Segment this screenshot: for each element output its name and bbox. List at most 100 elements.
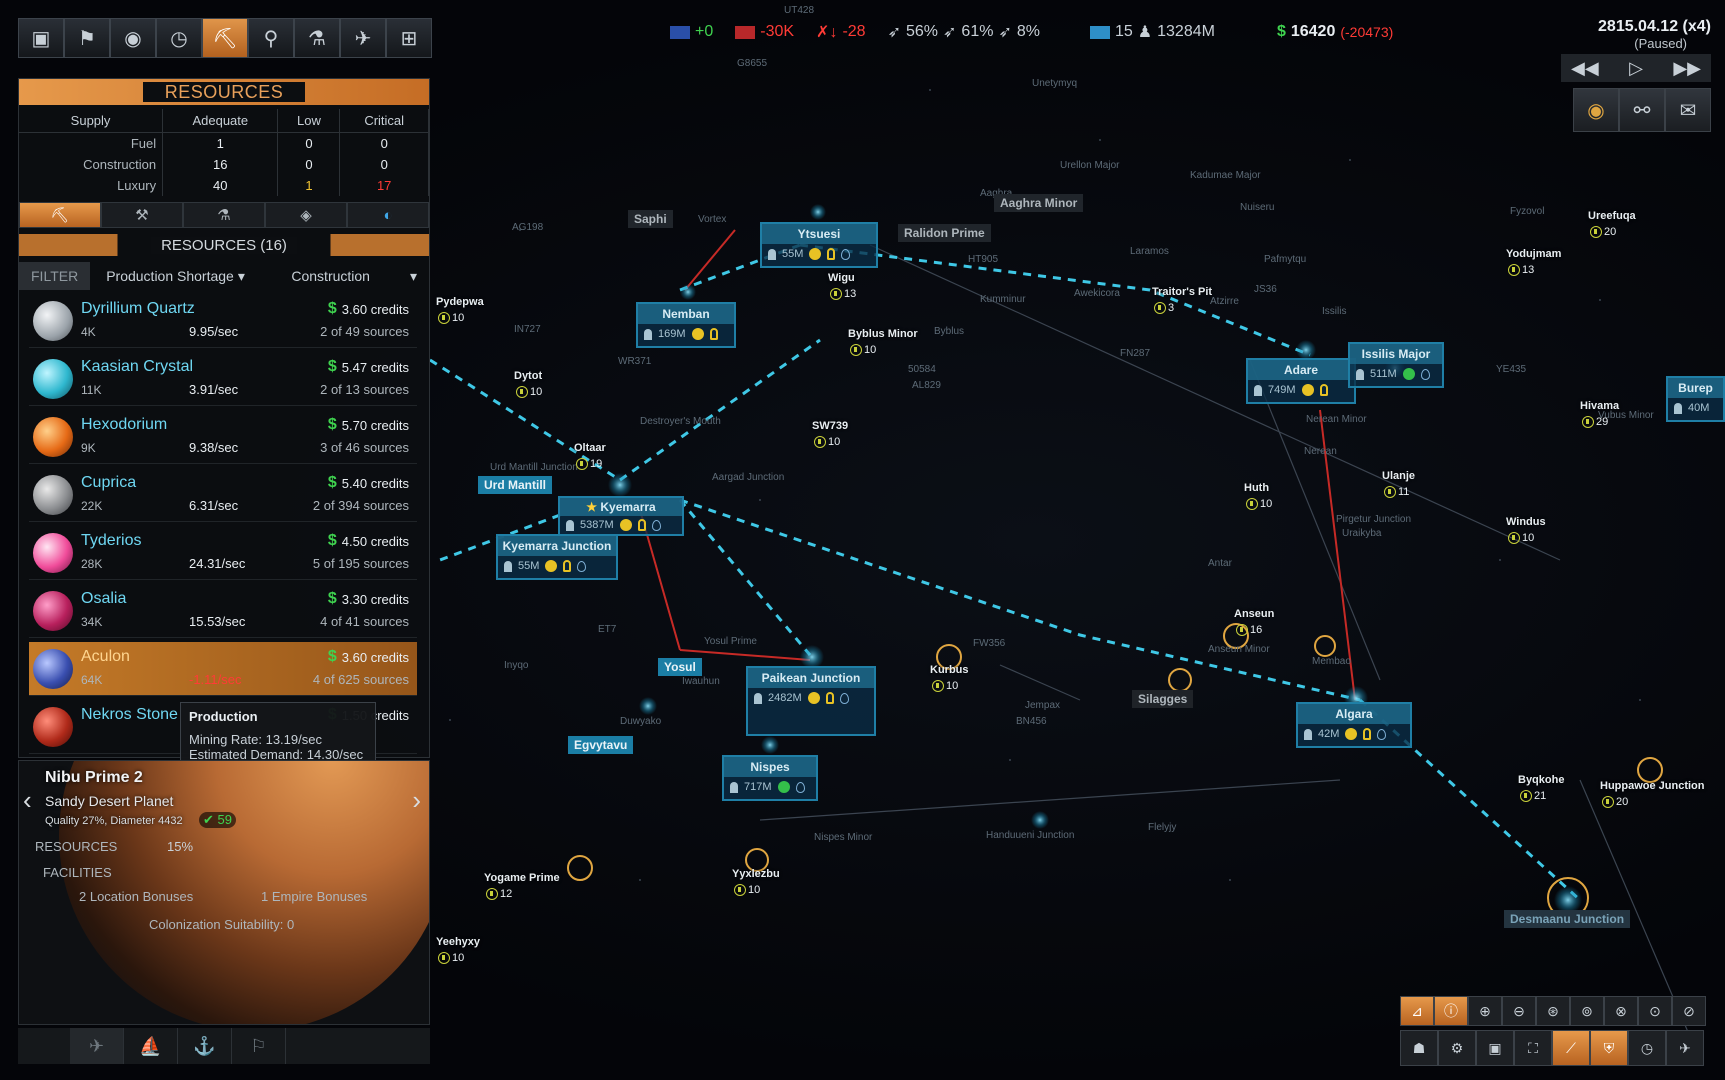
map-view-button[interactable]: ⟋: [1552, 1030, 1590, 1066]
colony-kyemarra-junction[interactable]: Kyemarra Junction 55M: [496, 534, 618, 580]
resources-tab[interactable]: ⛏: [202, 18, 248, 58]
galaxy-tab[interactable]: ◉: [110, 18, 156, 58]
system-name[interactable]: Byqkohe: [1518, 774, 1565, 786]
system-name[interactable]: Pydepwa: [436, 296, 484, 308]
tab-research[interactable]: ⚗: [183, 202, 265, 228]
system-name[interactable]: Traitor's Pit: [1152, 286, 1213, 298]
ship-stat[interactable]: ➶56%➶61%➶8%: [888, 22, 1040, 42]
war-stat[interactable]: ✗↓-28: [816, 22, 866, 42]
map-view-button[interactable]: ⛨: [1590, 1030, 1628, 1066]
callout-yosul[interactable]: Yosul: [658, 658, 702, 676]
callout-aaghra-minor[interactable]: Aaghra Minor: [994, 194, 1084, 212]
map-view-button[interactable]: ▣: [1476, 1030, 1514, 1066]
colony-adare[interactable]: Adare 749M: [1246, 358, 1356, 404]
next-planet-icon[interactable]: ›: [412, 785, 421, 815]
colonies-stat[interactable]: 15♟13284M: [1089, 22, 1215, 42]
filter-dropdown[interactable]: Production Shortage▾: [106, 268, 245, 285]
category-dropdown[interactable]: Construction▾: [291, 268, 417, 285]
research-tab[interactable]: ◷: [156, 18, 202, 58]
colony-paikean-junction[interactable]: Paikean Junction 2482M: [746, 666, 876, 736]
colony-nemban[interactable]: Nemban 169M: [636, 302, 736, 348]
system-name[interactable]: Yodujmam: [1506, 248, 1562, 260]
map-filter-button[interactable]: ⊖: [1502, 996, 1536, 1026]
diplomacy-tab[interactable]: ⚑: [64, 18, 110, 58]
system-name[interactable]: Byblus Minor: [848, 328, 918, 340]
tab-luxury[interactable]: ◈: [265, 202, 347, 228]
events-button[interactable]: ◉: [1573, 88, 1619, 132]
system-name[interactable]: Kurbus: [930, 664, 969, 676]
callout-egvytavu[interactable]: Egvytavu: [568, 736, 634, 754]
speed-up-icon[interactable]: ▶▶: [1673, 57, 1701, 78]
system-name[interactable]: Yeehyxy: [436, 936, 481, 948]
map-filter-button[interactable]: ⊘: [1672, 996, 1706, 1026]
map-filter-button[interactable]: ⊛: [1536, 996, 1570, 1026]
messages-button[interactable]: ✉: [1665, 88, 1711, 132]
system-name[interactable]: Dytot: [514, 370, 543, 382]
system-name[interactable]: Yyxlezbu: [732, 868, 780, 880]
system-name[interactable]: Anseun: [1234, 608, 1275, 620]
science-tab[interactable]: ⚗: [294, 18, 340, 58]
callout-urd-mantill[interactable]: Urd Mantill: [478, 476, 552, 494]
map-view-button[interactable]: ☗: [1400, 1030, 1438, 1066]
system-name[interactable]: Hivama: [1580, 400, 1620, 412]
system-name[interactable]: Ulanje: [1382, 470, 1416, 482]
tab-fleets[interactable]: ⛵: [124, 1028, 178, 1064]
tab-bases[interactable]: ⚐: [232, 1028, 286, 1064]
tab-construction[interactable]: ⚒: [101, 202, 183, 228]
play-icon[interactable]: ▷: [1629, 57, 1643, 78]
location-bonuses[interactable]: 2 Location Bonuses: [79, 889, 194, 904]
colony-burep[interactable]: Burep 40M: [1666, 376, 1725, 422]
map-filter-button[interactable]: ⊗: [1604, 996, 1638, 1026]
slow-down-icon[interactable]: ◀◀: [1571, 57, 1599, 78]
empire-bonuses[interactable]: 1 Empire Bonuses: [261, 889, 368, 904]
colony-ytsuesi[interactable]: Ytsuesi 55M: [760, 222, 878, 268]
colony-issilis-major[interactable]: Issilis Major 511M: [1348, 342, 1444, 388]
credits-stat[interactable]: $16420(-20473): [1277, 23, 1393, 41]
map-view-button[interactable]: ⛶: [1514, 1030, 1552, 1066]
callout-ralidon-prime[interactable]: Ralidon Prime: [898, 224, 991, 242]
tab-mining[interactable]: ⛏: [19, 202, 101, 228]
system-name[interactable]: Yogame Prime: [484, 872, 560, 884]
colony-algara[interactable]: Algara 42M: [1296, 702, 1412, 748]
trade-stat[interactable]: -30K: [735, 23, 794, 41]
map-filter-button[interactable]: ⓘ: [1434, 996, 1468, 1026]
fleets-tab[interactable]: ✈: [340, 18, 386, 58]
diplomacy-button[interactable]: ⚯: [1619, 88, 1665, 132]
system-name[interactable]: Ureefuqa: [1588, 210, 1636, 222]
system-name[interactable]: SW739: [812, 420, 849, 432]
map-view-button[interactable]: ⚙: [1438, 1030, 1476, 1066]
map-filter-button[interactable]: ⊿: [1400, 996, 1434, 1026]
colony-kyemarra[interactable]: ★ Kyemarra 5387M: [558, 496, 684, 536]
map-filter-button[interactable]: ⊕: [1468, 996, 1502, 1026]
colony-nispes[interactable]: Nispes 717M: [722, 755, 818, 801]
colonies-tab[interactable]: ⊞: [386, 18, 432, 58]
prev-planet-icon[interactable]: ‹: [23, 785, 32, 815]
map-filter-button[interactable]: ⊚: [1570, 996, 1604, 1026]
system-name[interactable]: Wigu: [828, 272, 855, 284]
map-filter-button[interactable]: ⊙: [1638, 996, 1672, 1026]
ships-tab[interactable]: ⚲: [248, 18, 294, 58]
callout-desmaanu-junction[interactable]: Desmaanu Junction: [1504, 910, 1631, 928]
tab-ships[interactable]: ✈: [70, 1028, 124, 1064]
system-name[interactable]: Huth: [1244, 482, 1270, 494]
resource-name: Tyderios: [81, 532, 142, 549]
diplomacy-stat[interactable]: +0: [670, 23, 713, 41]
system-name[interactable]: Oltaar: [574, 442, 606, 454]
tab-stations[interactable]: ⚓: [178, 1028, 232, 1064]
map-view-button[interactable]: ◷: [1628, 1030, 1666, 1066]
tab-fuel[interactable]: ◐: [347, 202, 429, 228]
map-view-button[interactable]: ✈: [1666, 1030, 1704, 1066]
callout-silagges[interactable]: Silagges: [1132, 690, 1194, 708]
system-name[interactable]: Windus: [1506, 516, 1546, 528]
system-name[interactable]: Huppawoe Junction: [1600, 780, 1705, 792]
empire-tab[interactable]: ▣: [18, 18, 64, 58]
callout-saphi[interactable]: Saphi: [628, 210, 673, 228]
